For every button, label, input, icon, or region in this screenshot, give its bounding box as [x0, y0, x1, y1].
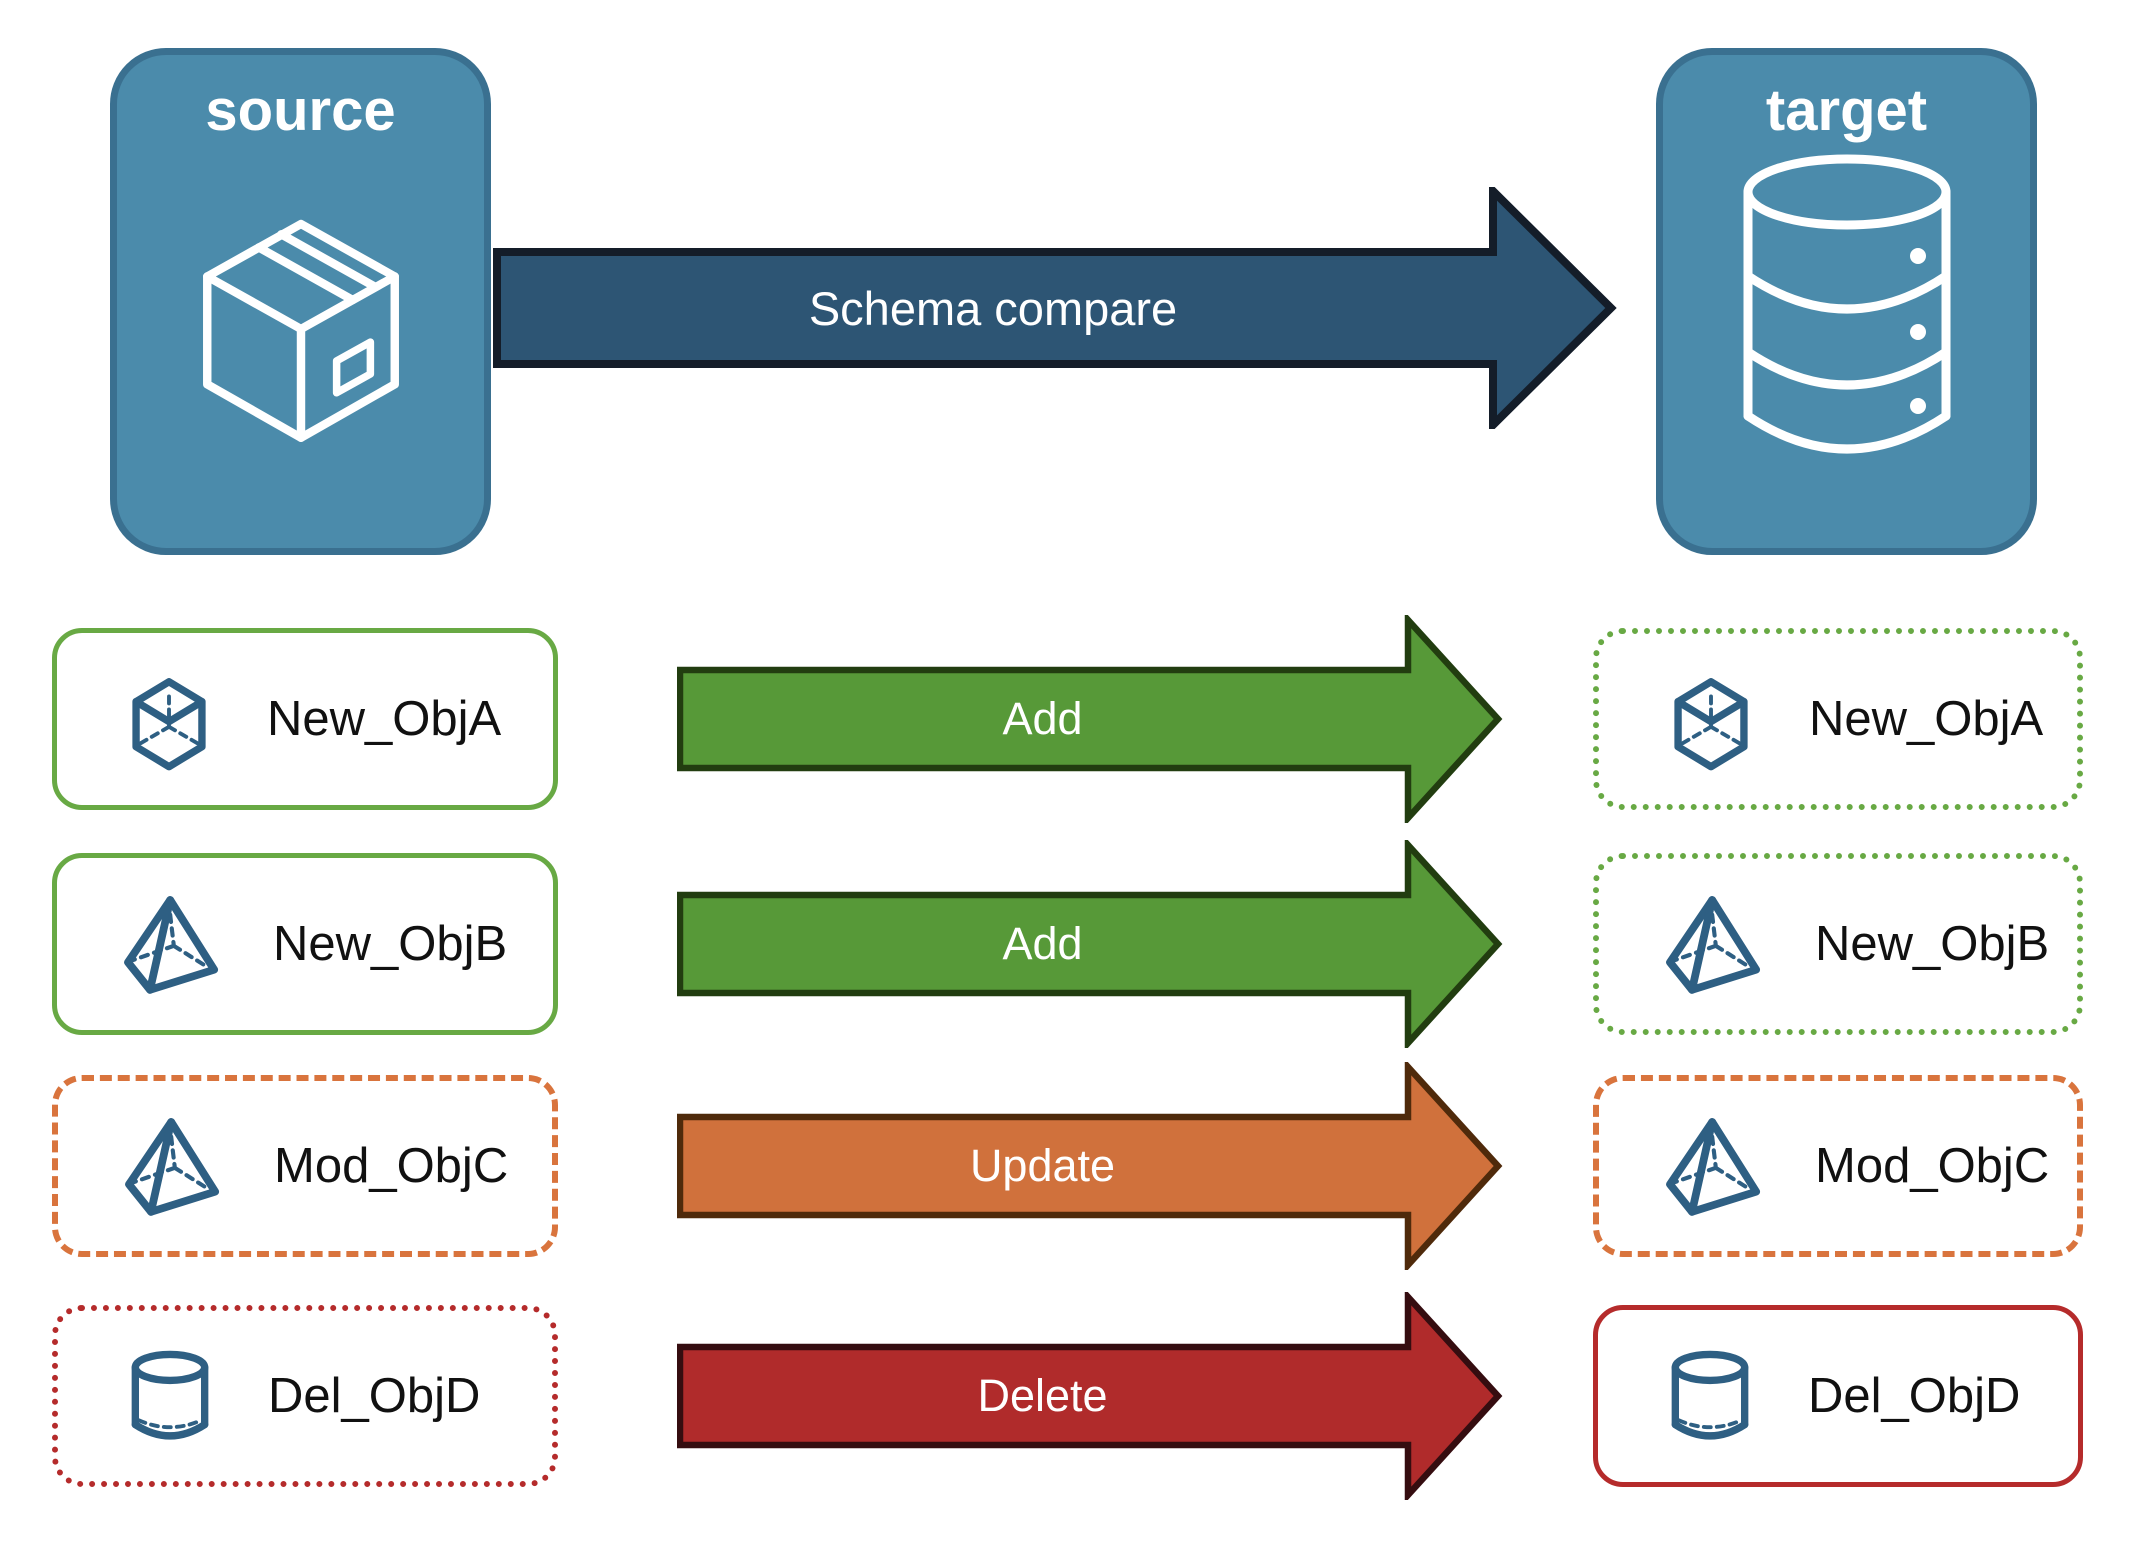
object-label: Del_ObjD: [1808, 1369, 2021, 1423]
object-label: Del_ObjD: [268, 1369, 481, 1423]
object-label: Mod_ObjC: [1815, 1139, 2050, 1193]
cube-icon: [1674, 678, 1748, 771]
update-arrow: [677, 1062, 1503, 1270]
pyramid-icon: [125, 1118, 220, 1216]
source-node: source: [110, 48, 491, 555]
target-node-title: target: [1765, 78, 1928, 143]
source-object-box: Mod_ObjC: [52, 1075, 558, 1257]
add-arrow: [677, 615, 1503, 823]
schema-compare-arrow: [493, 187, 1617, 429]
cube-icon: [132, 678, 206, 771]
delete-arrow-label: Delete: [977, 1370, 1108, 1421]
delete-arrow: [677, 1292, 1503, 1500]
object-label: New_ObjA: [267, 692, 502, 746]
target-object-box: Del_ObjD: [1593, 1305, 2083, 1487]
source-object-box: Del_ObjD: [52, 1305, 558, 1487]
target-object-box: New_ObjB: [1593, 853, 2083, 1035]
object-label: New_ObjB: [273, 917, 508, 971]
object-label: Mod_ObjC: [274, 1139, 509, 1193]
target-node: target: [1656, 48, 2037, 555]
target-object-box: Mod_ObjC: [1593, 1075, 2083, 1257]
object-label: New_ObjA: [1809, 692, 2044, 746]
cylinder-icon: [131, 1350, 209, 1440]
add-arrow: [677, 840, 1503, 1048]
source-object-box: New_ObjB: [52, 853, 558, 1035]
schema-compare-arrow-label: Schema compare: [808, 281, 1178, 335]
pyramid-icon: [1666, 896, 1761, 994]
cylinder-icon: [1671, 1350, 1749, 1440]
update-arrow-label: Update: [969, 1140, 1116, 1191]
package-icon: [202, 219, 399, 442]
source-object-box: New_ObjA: [52, 628, 558, 810]
pyramid-icon: [124, 896, 219, 994]
object-label: New_ObjB: [1815, 917, 2050, 971]
database-icon: [1743, 154, 1950, 454]
add-arrow-label: Add: [1002, 693, 1083, 744]
target-object-box: New_ObjA: [1593, 628, 2083, 810]
pyramid-icon: [1666, 1118, 1761, 1216]
source-node-title: source: [205, 78, 396, 143]
add-arrow-label: Add: [1002, 918, 1083, 969]
